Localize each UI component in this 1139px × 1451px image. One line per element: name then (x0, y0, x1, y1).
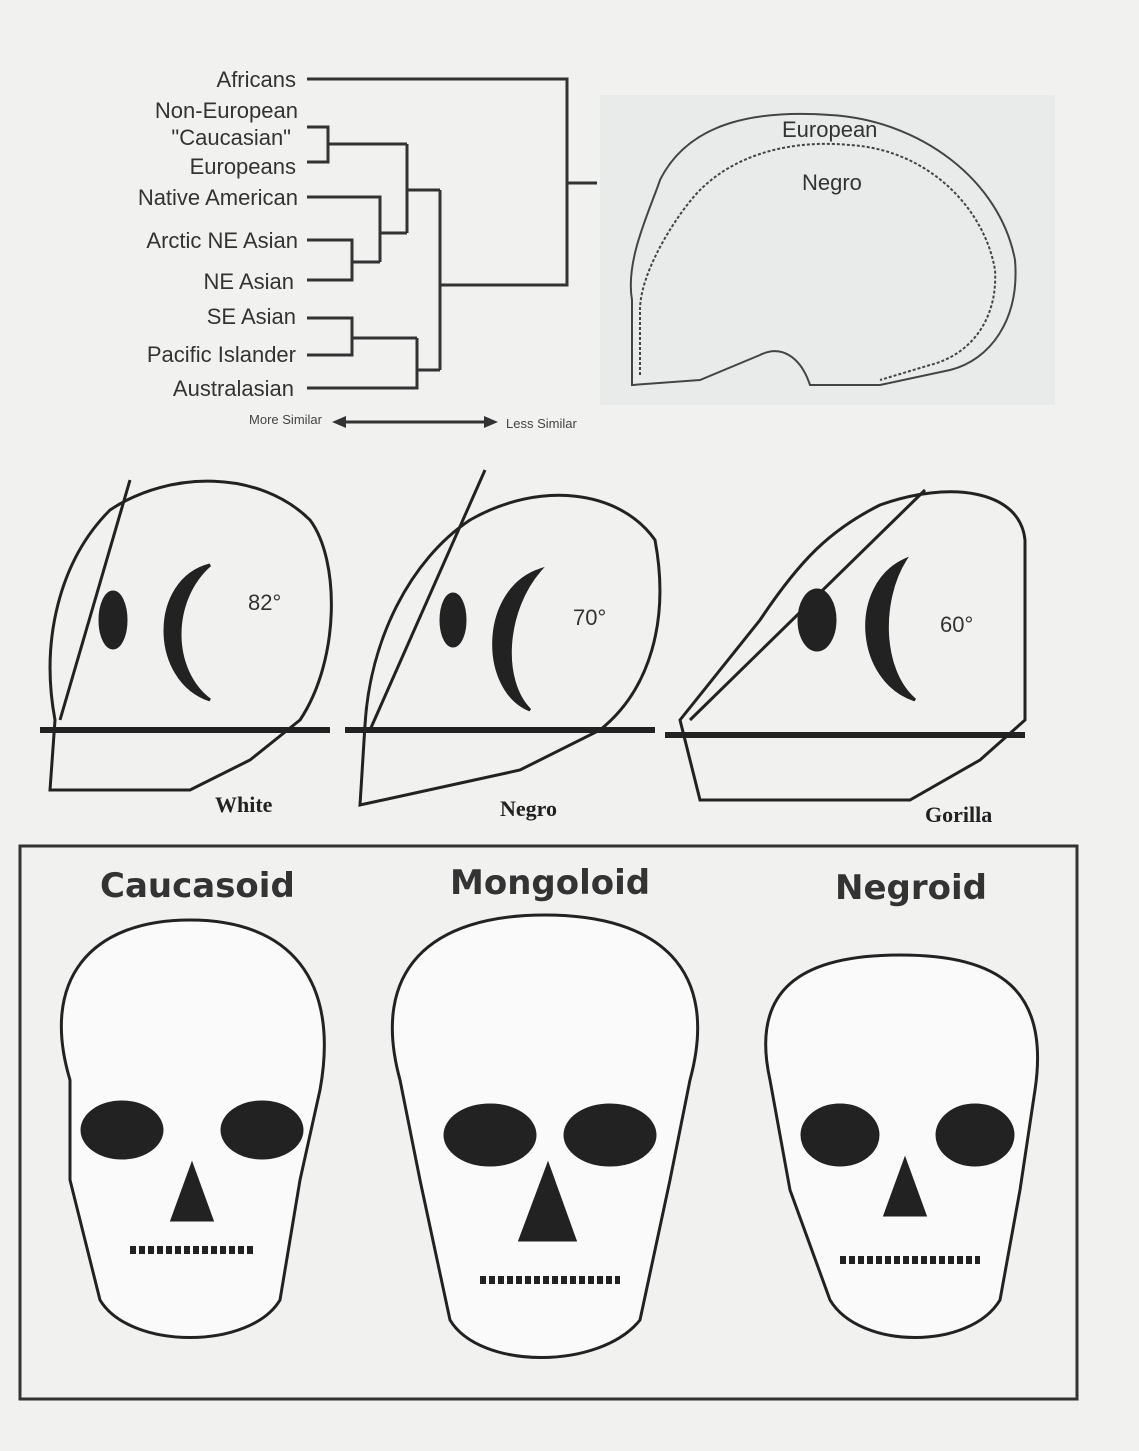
skull-types-frame (18, 844, 1079, 1401)
branch-eurasian (405, 144, 440, 233)
angle-gorilla: 60° (940, 612, 973, 637)
facial-angle-figure (40, 469, 1027, 807)
branch-native-american (307, 195, 407, 262)
axis-left-label: More Similar (249, 412, 323, 427)
skull-gorilla (678, 490, 1027, 802)
branch-pacific (307, 316, 417, 357)
branch-ne-asian (307, 238, 380, 282)
negro-label: Negro (802, 170, 862, 195)
label-mongoloid: Mongoloid (450, 863, 650, 903)
leaf-label: Pacific Islander (147, 342, 296, 367)
angle-white: 82° (248, 590, 281, 615)
leaf-label: Africans (217, 67, 296, 92)
skull-negroid (764, 953, 1040, 1339)
negro-outline (639, 142, 997, 381)
european-outline (629, 112, 1017, 387)
arrow-right-icon (484, 416, 498, 428)
label-negroid: Negroid (835, 868, 987, 908)
label-caucasoid: Caucasoid (100, 866, 295, 906)
skull-label-negro: Negro (500, 796, 557, 821)
leaf-label: Arctic NE Asian (146, 228, 298, 253)
leaf-label: Non-European (155, 98, 298, 123)
leaf-label: SE Asian (207, 304, 296, 329)
branch-australasian (307, 338, 440, 390)
arrow-left-icon (332, 416, 346, 428)
skull-caucasoid (59, 918, 326, 1339)
skull-outline-comparison (600, 95, 1055, 405)
skull-mongoloid (390, 913, 700, 1359)
skull-negro (358, 493, 662, 807)
leaf-label: "Caucasian" (171, 125, 291, 150)
leaf-label: Native American (138, 185, 298, 210)
leaf-label: Australasian (173, 376, 294, 401)
angle-negro: 70° (573, 605, 606, 630)
skull-label-white: White (215, 792, 273, 817)
branch-caucasian (307, 125, 407, 164)
skull-white (48, 479, 333, 792)
branch-africans (307, 77, 569, 287)
leaf-label: Europeans (190, 154, 296, 179)
european-label: European (782, 117, 877, 142)
axis-right-label: Less Similar (506, 416, 577, 431)
leaf-label: NE Asian (204, 269, 295, 294)
skull-label-gorilla: Gorilla (925, 802, 992, 827)
dendrogram (307, 77, 597, 424)
